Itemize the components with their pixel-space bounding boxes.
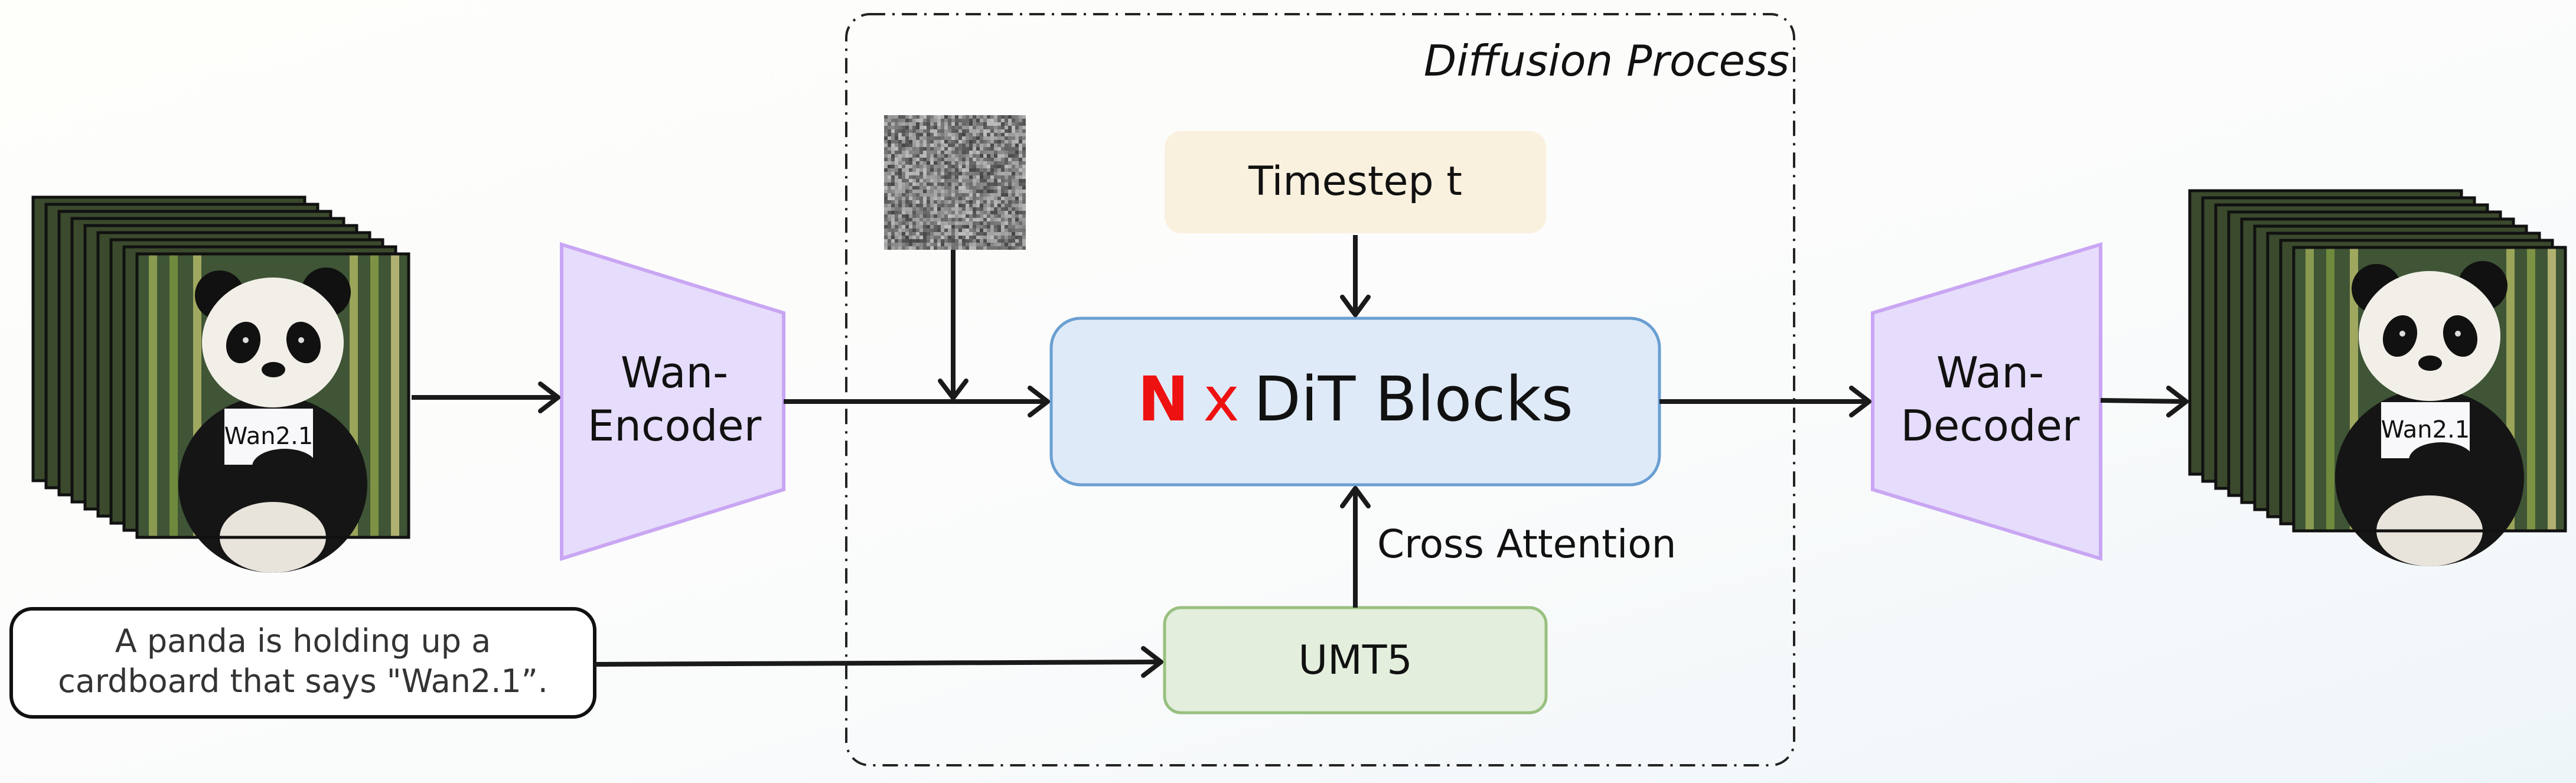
decoder-label-line1: Wan- — [1936, 348, 2044, 397]
decoder-label-line2: Decoder — [1901, 401, 2080, 451]
encoder-label-line2: Encoder — [588, 401, 762, 451]
diffusion-process-title: Diffusion Process — [1424, 36, 1789, 86]
timestep-label: Timestep t — [1248, 158, 1462, 205]
dit-label: DiT Blocks — [1254, 363, 1573, 435]
sign-text: Wan2.1 — [224, 423, 313, 450]
panda-image: Wan2.1 — [137, 254, 409, 573]
dit-label-group: NxDiT Blocks — [1137, 363, 1573, 435]
noise-latent-image — [884, 115, 1026, 250]
panda-image: Wan2.1 — [2294, 247, 2565, 566]
umt5-label: UMT5 — [1298, 637, 1412, 684]
prompt-line2: cardboard that says "Wan2.1”. — [58, 663, 548, 700]
sign-text: Wan2.1 — [2381, 416, 2470, 443]
dit-multiplier: N — [1137, 363, 1189, 435]
prompt-line1: A panda is holding up a — [115, 622, 491, 660]
cross-attention-label: Cross Attention — [1377, 521, 1677, 567]
dit-times: x — [1203, 363, 1240, 435]
encoder-label-line1: Wan- — [621, 348, 728, 397]
